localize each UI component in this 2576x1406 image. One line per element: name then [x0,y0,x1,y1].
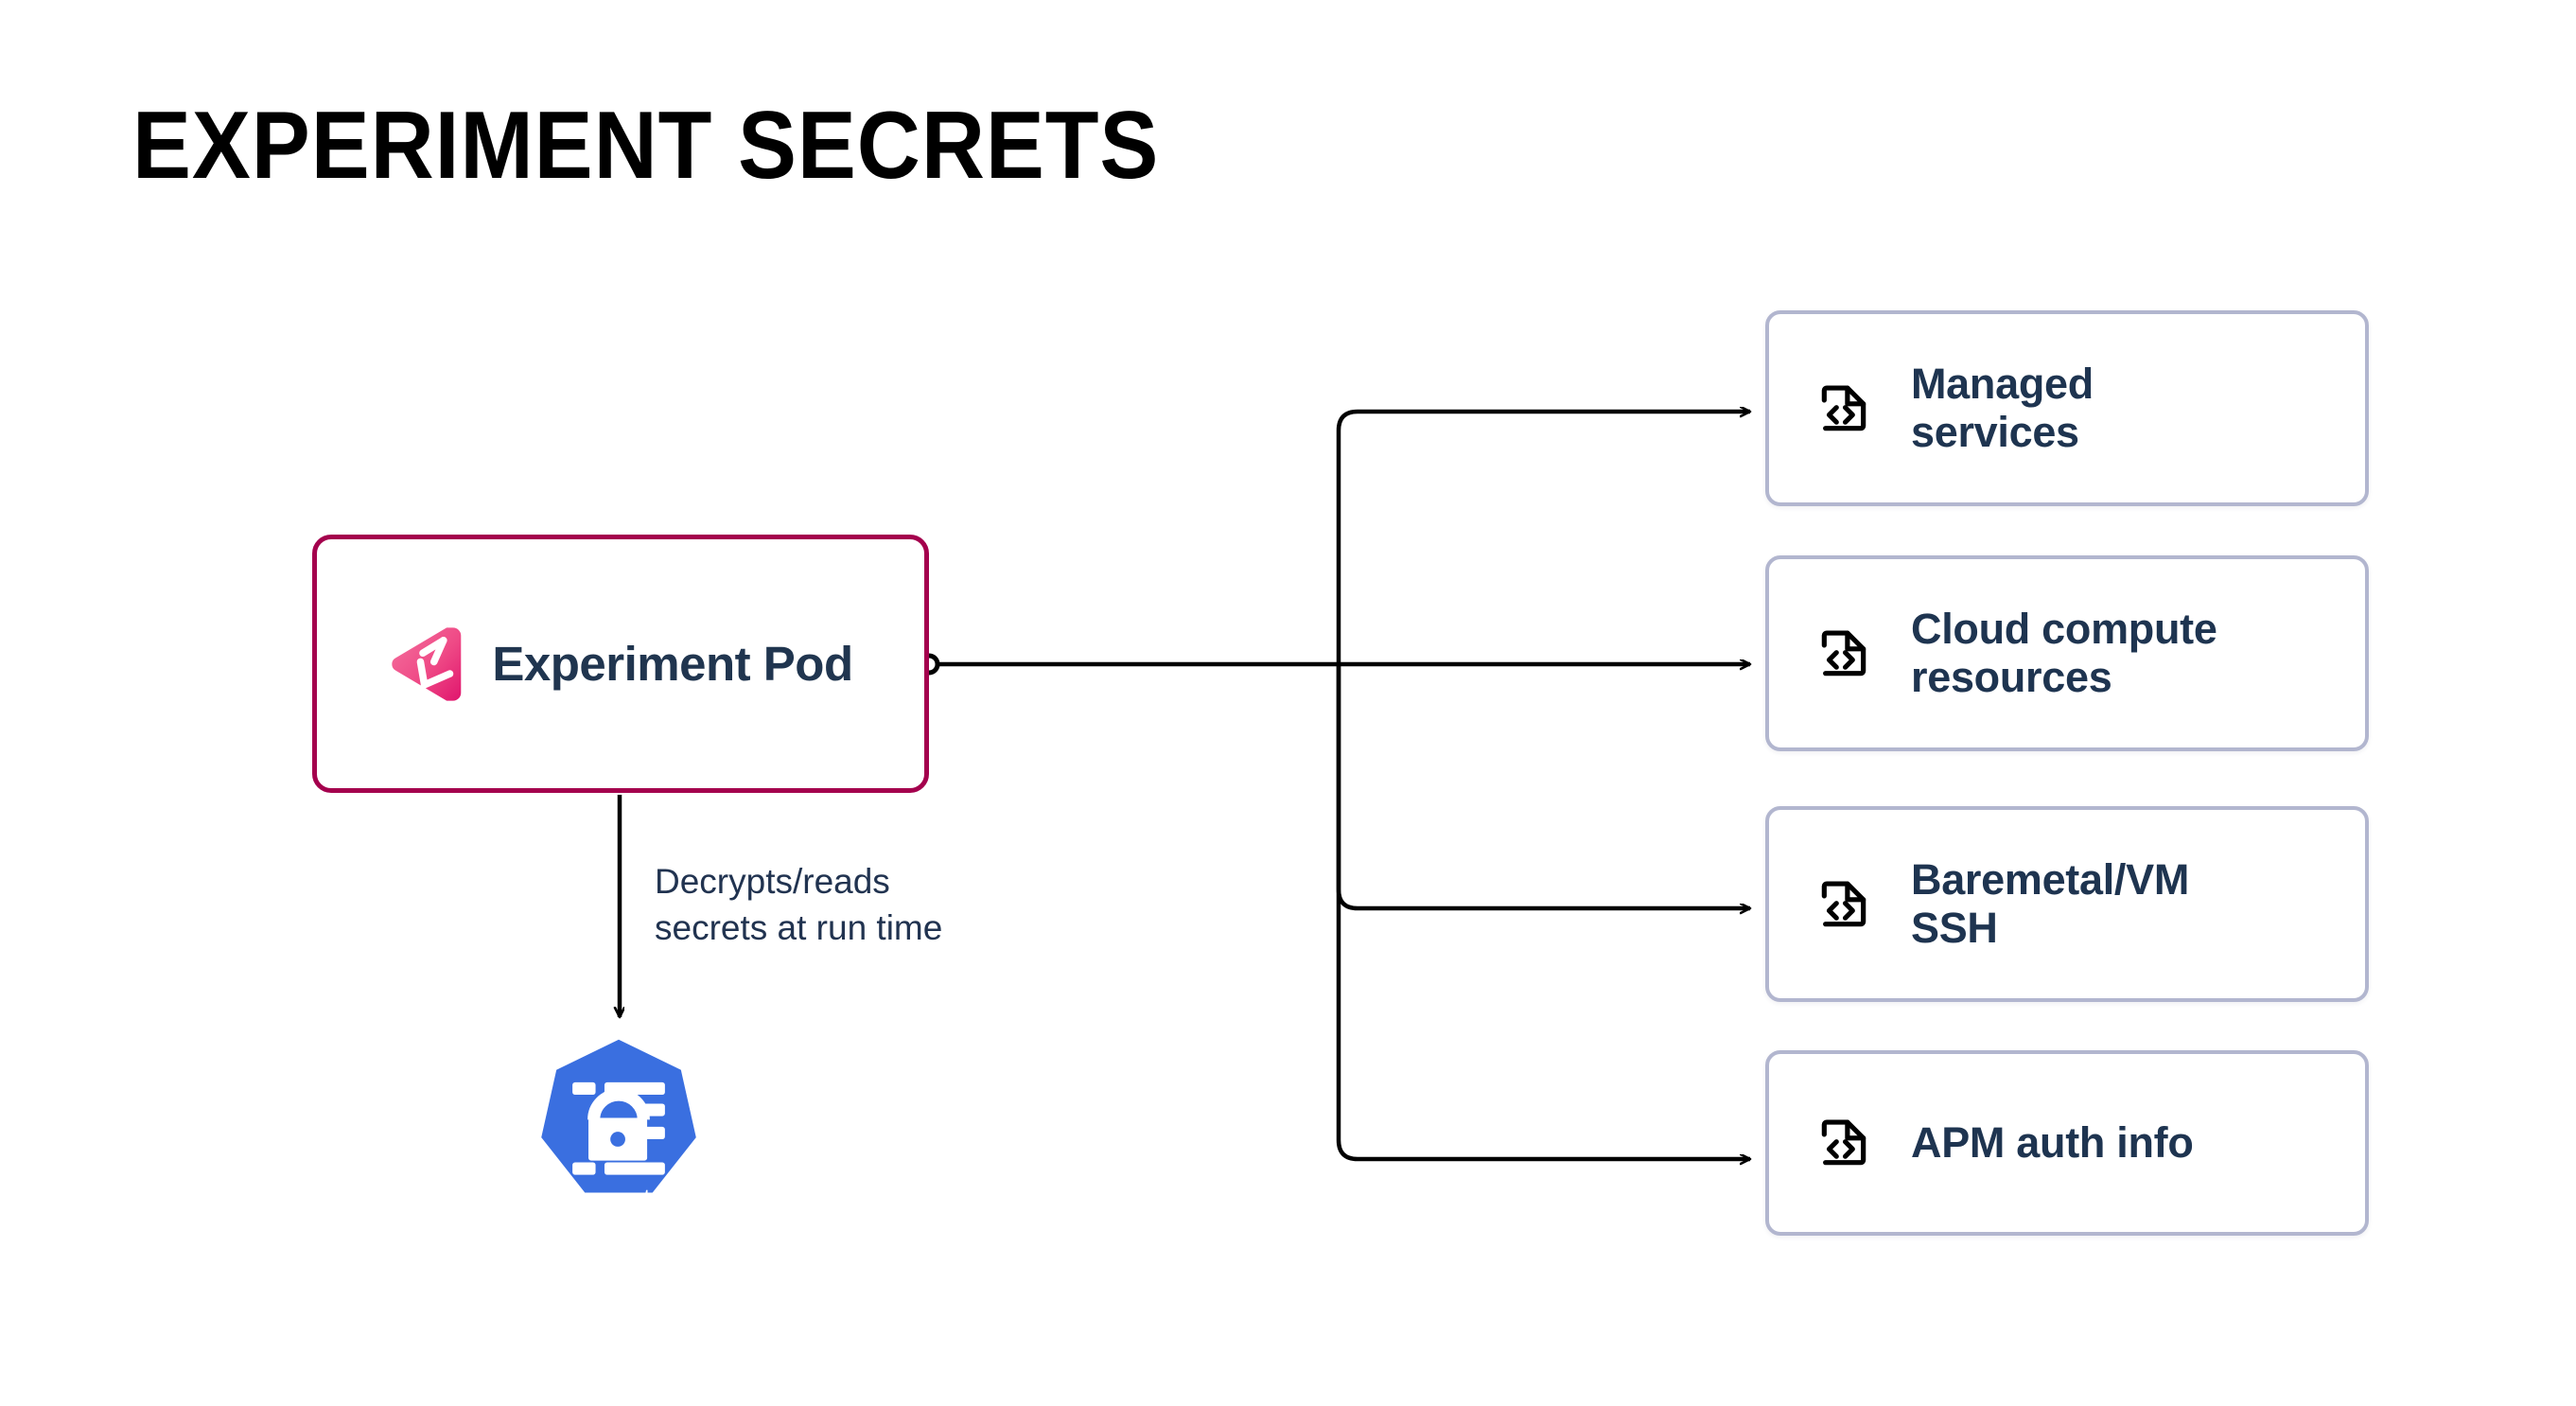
node-experiment-pod[interactable]: Experiment Pod [312,535,929,793]
code-file-icon [1821,880,1866,926]
connector-trunk-to-apm-auth [1336,664,1750,1159]
card-apm-auth-info[interactable]: APM auth info [1765,1050,2369,1236]
node-kubernetes-secret[interactable]: secret [530,1036,708,1214]
node-experiment-pod-label: Experiment Pod [492,637,853,691]
card-apm-auth-info-label: APM auth info [1911,1117,2194,1167]
card-baremetal-vm-ssh-label: Baremetal/VM SSH [1911,855,2190,952]
edge-label-decrypts-reads-secrets: Decrypts/reads secrets at run time [655,862,943,947]
connector-trunk-to-managed-services [1336,412,1750,664]
chaos-experiment-logo-icon [392,626,462,701]
card-managed-services-label: Managed services [1911,360,2094,456]
connector-pod-to-trunk [918,653,1339,676]
kubernetes-secret-icon: secret [541,1039,696,1211]
card-cloud-compute-resources[interactable]: Cloud compute resources [1765,555,2369,751]
card-baremetal-vm-ssh[interactable]: Baremetal/VM SSH [1765,806,2369,1002]
page-title: EXPERIMENT SECRETS [132,93,1160,199]
code-file-icon [1821,629,1866,676]
code-file-icon [1821,1119,1866,1166]
card-cloud-compute-resources-label: Cloud compute resources [1911,605,2217,701]
code-file-icon [1821,384,1866,431]
node-kubernetes-secret-label: secret [587,1186,651,1211]
card-managed-services[interactable]: Managed services [1765,310,2369,506]
connector-trunk-to-baremetal-ssh [1336,664,1750,908]
